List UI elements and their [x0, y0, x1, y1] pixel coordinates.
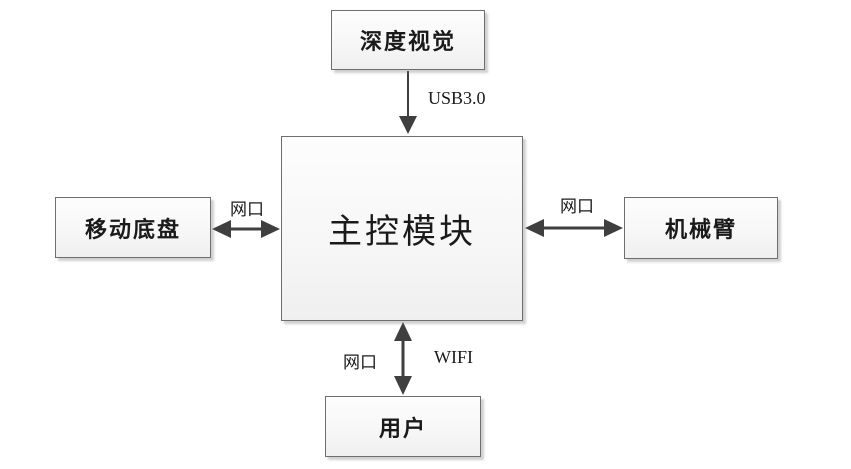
- node-robot-arm: 机械臂: [624, 197, 778, 259]
- edge-label-lan-right: 网口: [560, 197, 594, 216]
- node-main-control: 主控模块: [281, 136, 523, 321]
- arrow-lan-left: [212, 220, 280, 238]
- edge-label-usb: USB3.0: [428, 88, 486, 108]
- node-mobile-chassis: 移动底盘: [55, 197, 211, 258]
- arrow-usb: [399, 71, 417, 134]
- edge-label-lan-bottom: 网口: [343, 353, 377, 372]
- edge-label-lan-left: 网口: [230, 200, 264, 219]
- arrow-lan-right: [525, 219, 623, 237]
- node-user: 用户: [325, 396, 481, 457]
- node-depth-vision: 深度视觉: [331, 10, 485, 70]
- edge-label-wifi: WIFI: [434, 347, 473, 367]
- arrow-lan-wifi: [394, 322, 412, 395]
